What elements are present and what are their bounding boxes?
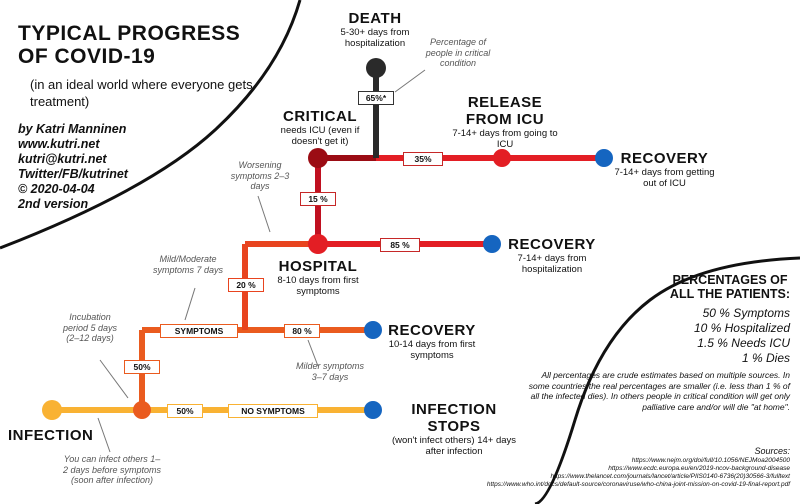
stage-sub: 10-14 days from first symptoms — [388, 339, 476, 361]
top-divider-curve — [0, 0, 302, 250]
stage-sub: needs ICU (even if doesn't get it) — [280, 125, 360, 147]
pointer-incubation — [99, 359, 129, 399]
sources-list: https://www.nejm.org/doi/full/10.1056/NE… — [330, 457, 790, 489]
bottom-divider-curve — [534, 256, 800, 504]
node-infection-stops — [364, 401, 382, 419]
note-milder: Milder symptoms 3–7 days — [295, 361, 364, 382]
label-no-symptoms: NO SYMPTOMS — [228, 404, 318, 418]
node-critical — [308, 148, 328, 168]
stage-death: DEATH 5-30+ days from hospitalization — [320, 10, 430, 49]
author-line: Twitter/FB/kutrinet — [18, 167, 128, 181]
author-block: by Katri Manninen www.kutri.net kutri@ku… — [18, 122, 218, 212]
stage-head: RELEASE FROM ICU — [465, 94, 545, 128]
label-50-no-symptoms: 50% — [167, 404, 203, 418]
author-line: kutri@kutri.net — [18, 152, 107, 166]
percentage-item: 10 % Hospitalized — [693, 321, 790, 335]
stage-head: DEATH — [348, 10, 402, 27]
node-hospital — [308, 234, 328, 254]
source-link[interactable]: https://www.who.int/docs/default-source/… — [486, 481, 790, 488]
stage-head: INFECTION — [8, 427, 94, 444]
label-80: 80 % — [284, 324, 320, 338]
sources-title: Sources: — [754, 446, 790, 456]
pointer-milder — [307, 339, 319, 367]
percentages-list: 50 % Symptoms 10 % Hospitalized 1.5 % Ne… — [650, 306, 790, 366]
note-mild: Mild/Moderate symptoms 7 days — [152, 254, 224, 275]
stage-sub: 7-14+ days from getting out of ICU — [614, 167, 715, 189]
label-symptoms: SYMPTOMS — [160, 324, 238, 338]
stage-head: CRITICAL — [283, 108, 357, 125]
page-title: TYPICAL PROGRESS OF COVID-19 — [18, 22, 241, 68]
disclaimer: All percentages are crude estimates base… — [528, 370, 790, 412]
note-critical-pct: Percentage of people in critical conditi… — [425, 37, 491, 68]
author-line: www.kutri.net — [18, 137, 100, 151]
percentage-item: 1 % Dies — [741, 351, 790, 365]
stage-sub: 8-10 days from first symptoms — [277, 275, 359, 297]
node-recovery-icu — [595, 149, 613, 167]
label-65: 65%* — [358, 91, 394, 105]
stage-infection-stops: INFECTION STOPS (won't infect others) 14… — [384, 401, 524, 457]
node-death — [366, 58, 386, 78]
source-link[interactable]: https://www.thelancet.com/journals/lance… — [550, 473, 790, 480]
pointer-mild — [184, 287, 196, 321]
stage-head: RECOVERY — [388, 322, 476, 339]
author-line: by Katri Manninen — [18, 122, 127, 136]
author-line: 2nd version — [18, 197, 89, 211]
stage-head: RECOVERY — [508, 236, 596, 253]
author-line: © 2020-04-04 — [18, 182, 95, 196]
label-50-symptoms: 50% — [124, 360, 160, 374]
node-infection — [42, 400, 62, 420]
node-recovery-symptoms — [364, 321, 382, 339]
stage-recovery-symptoms: RECOVERY 10-14 days from first symptoms — [382, 322, 482, 361]
stage-sub: (won't infect others) 14+ days after inf… — [391, 435, 517, 457]
node-recovery-hospital — [483, 235, 501, 253]
stage-head: RECOVERY — [620, 150, 709, 167]
pointer-infect-others — [97, 417, 111, 453]
stage-sub: 7-14+ days from going to ICU — [452, 128, 558, 150]
stage-recovery-icu: RECOVERY 7-14+ days from getting out of … — [612, 150, 717, 189]
page-subtitle: (in an ideal world where everyone gets t… — [30, 77, 253, 109]
stage-critical: CRITICAL needs ICU (even if doesn't get … — [270, 108, 370, 147]
note-incubation: Incubation period 5 days (2–12 days) — [62, 312, 118, 343]
percentages-title: PERCENTAGES OF ALL THE PATIENTS: — [669, 273, 791, 301]
label-35: 35% — [403, 152, 443, 166]
stage-head: HOSPITAL — [278, 258, 358, 275]
percentage-item: 50 % Symptoms — [702, 306, 790, 320]
stage-infection: INFECTION — [8, 427, 108, 444]
stage-head: INFECTION STOPS — [411, 401, 497, 435]
note-worsening: Worsening symptoms 2–3 days — [230, 160, 290, 191]
node-split — [133, 401, 151, 419]
note-infect-others: You can infect others 1–2 days before sy… — [62, 454, 162, 485]
pointer-worsening — [257, 195, 271, 233]
stage-sub: 5-30+ days from hospitalization — [340, 27, 410, 49]
pointer-critical-pct — [394, 69, 426, 93]
label-85: 85 % — [380, 238, 420, 252]
node-release-icu — [493, 149, 511, 167]
stage-hospital: HOSPITAL 8-10 days from first symptoms — [272, 258, 364, 297]
source-link[interactable]: https://www.nejm.org/doi/full/10.1056/NE… — [631, 457, 790, 464]
label-20: 20 % — [228, 278, 264, 292]
label-15: 15 % — [300, 192, 336, 206]
stage-sub: 7-14+ days from hospitalization — [517, 253, 587, 275]
stage-release-icu: RELEASE FROM ICU 7-14+ days from going t… — [445, 94, 565, 150]
source-link[interactable]: https://www.ecdc.europa.eu/en/2019-ncov-… — [608, 465, 790, 472]
stage-recovery-hospital: RECOVERY 7-14+ days from hospitalization — [502, 236, 602, 275]
percentage-item: 1.5 % Needs ICU — [697, 336, 790, 350]
